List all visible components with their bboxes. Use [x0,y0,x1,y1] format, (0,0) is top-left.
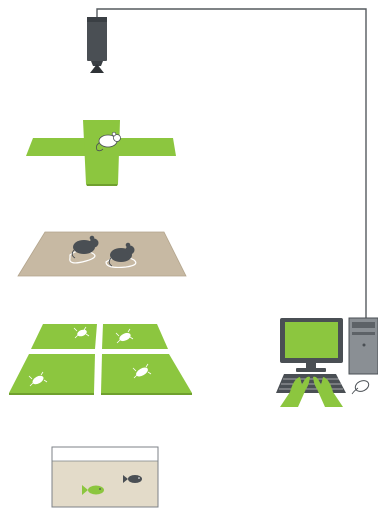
elevated-plus-maze-icon [26,120,176,186]
open-field-arena-icon [18,232,186,276]
fish-tank-icon [52,447,158,507]
desktop-computer-icon [276,318,378,407]
four-arena-icon [9,324,192,395]
computer-mouse-icon [352,379,370,394]
video-camera-icon [87,17,107,73]
